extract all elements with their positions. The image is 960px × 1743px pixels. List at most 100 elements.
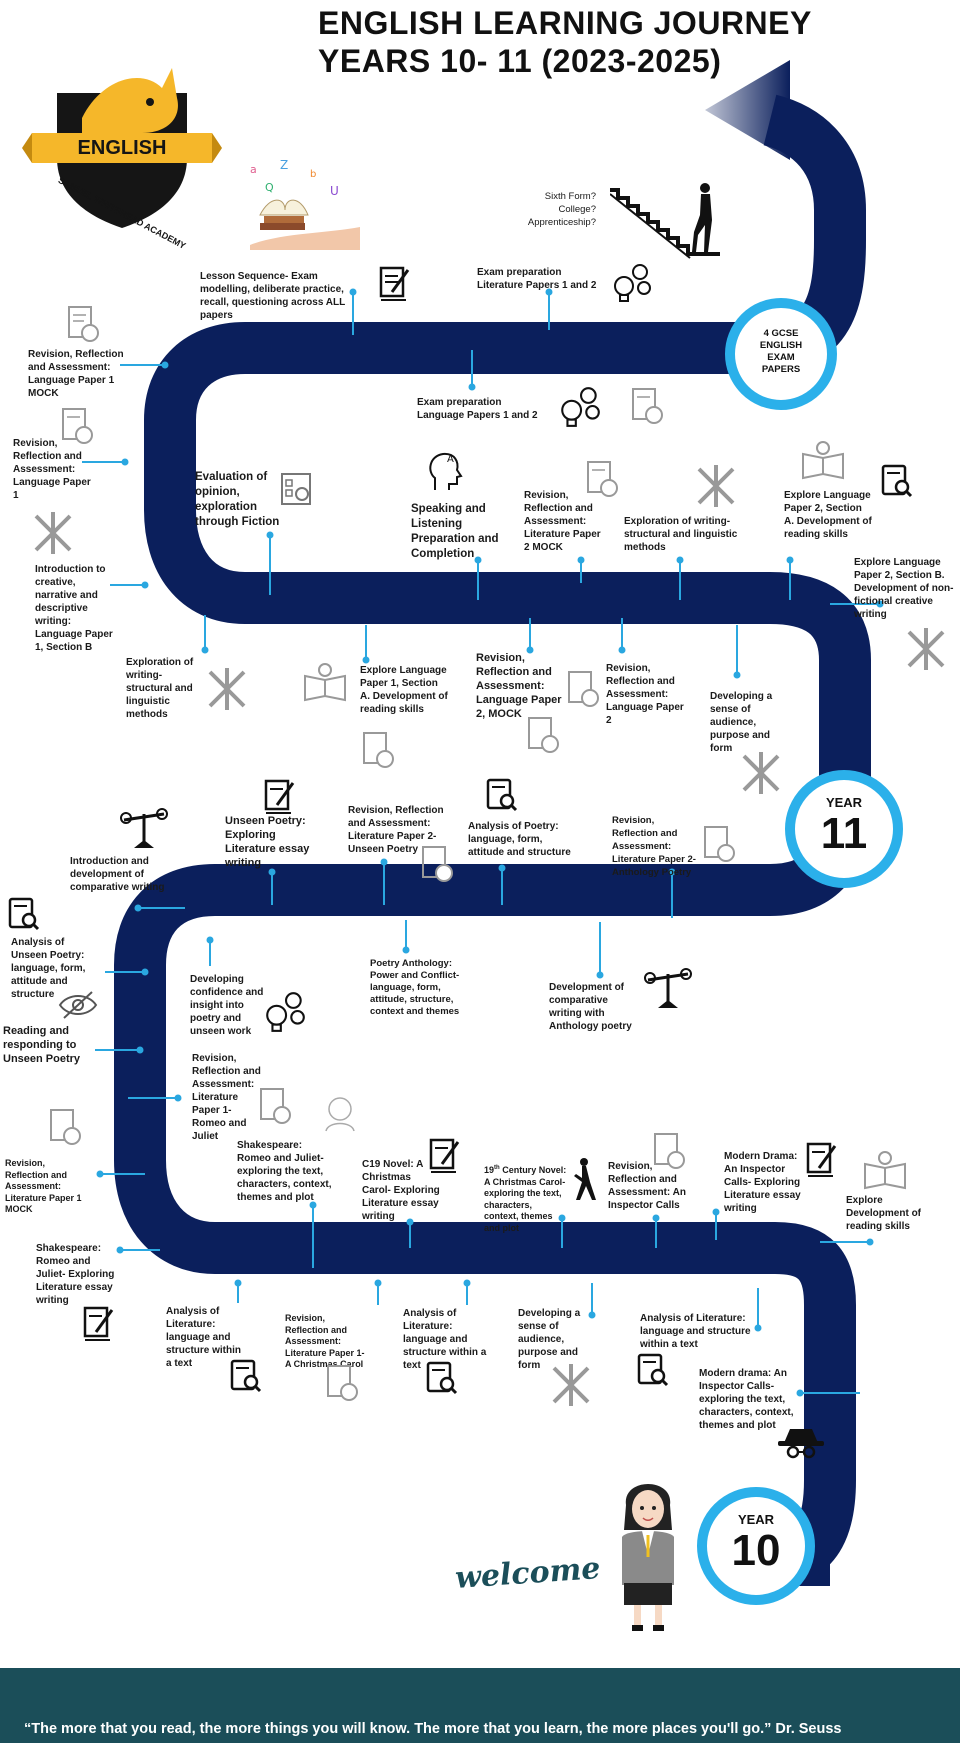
notepad-pencil-icon bbox=[379, 266, 410, 301]
step-analysis-literature-2: Analysis of Literature: language and str… bbox=[403, 1308, 487, 1371]
logo-banner-text: ENGLISH bbox=[77, 137, 167, 159]
document-search-icon-5 bbox=[426, 1361, 458, 1395]
step-intro-creative: Introduction to creative, narrative and … bbox=[35, 564, 113, 653]
step-shakespeare-essay: Shakespeare: Romeo and Juliet- Exploring… bbox=[36, 1243, 115, 1306]
pencils-cross-icon-6 bbox=[552, 1364, 590, 1406]
step-shakespeare-context: Shakespeare: Romeo and Juliet- exploring… bbox=[237, 1140, 332, 1203]
step-comparative-anthology: Development of comparative writing with … bbox=[549, 982, 632, 1032]
clipboard-clock-icon-6 bbox=[528, 717, 559, 753]
kangaroo-shield-icon bbox=[22, 68, 222, 228]
clipboard-clock-icon-7 bbox=[363, 732, 394, 768]
open-book-lightbulb-icon bbox=[802, 441, 844, 480]
step-modern-drama-context: Modern drama: An Inspector Calls- explor… bbox=[699, 1368, 794, 1431]
future-sixth-form: Sixth Form? bbox=[544, 191, 596, 202]
step-reading-unseen: Reading and responding to Unseen Poetry bbox=[3, 1025, 81, 1065]
step-c19-essay: C19 Novel: A Christmas Carol- Exploring … bbox=[362, 1159, 440, 1222]
clipboard-clock-icon-10 bbox=[260, 1088, 291, 1124]
step-exploration-writing-2: Exploration of writing- structural and l… bbox=[126, 657, 194, 720]
future-options: Sixth Form? College? Apprenticeship? bbox=[520, 190, 596, 229]
clipboard-clock-icon-13 bbox=[327, 1365, 358, 1401]
scrooge-silhouette-icon bbox=[574, 1158, 596, 1200]
year-10-disc: YEAR 10 bbox=[697, 1487, 815, 1605]
gcse-exams-disc: 4 GCSE ENGLISH EXAM PAPERS bbox=[725, 298, 837, 410]
future-college: College? bbox=[558, 204, 597, 215]
future-apprenticeship: Apprenticeship? bbox=[527, 217, 596, 228]
svg-text:Z: Z bbox=[280, 158, 288, 172]
year-11-disc: YEAR 11 bbox=[785, 770, 903, 888]
detective-hat-icon bbox=[778, 1429, 824, 1459]
checklist-magnifier-icon bbox=[281, 473, 311, 505]
step-analysis-literature-3: Analysis of Literature: language and str… bbox=[640, 1313, 751, 1350]
clipboard-clock-icon bbox=[68, 306, 99, 342]
step-exam-prep-literature: Exam preparation Literature Papers 1 and… bbox=[477, 267, 597, 291]
step-audience-purpose: Developing a sense of audience, purpose … bbox=[710, 691, 773, 754]
svg-text:b: b bbox=[310, 169, 316, 180]
clipboard-clock-icon-8 bbox=[422, 846, 453, 882]
pencils-cross-icon bbox=[697, 465, 735, 507]
books-hand-icon: a Z b U Q bbox=[240, 155, 360, 250]
pencils-cross-icon-2 bbox=[34, 512, 72, 554]
step-exploration-writing: Exploration of writing- structural and l… bbox=[624, 516, 738, 553]
step-analysis-poetry: Analysis of Poetry: language, form, atti… bbox=[468, 821, 571, 858]
svg-text:Q: Q bbox=[265, 181, 274, 194]
staircase-person-icon bbox=[610, 183, 720, 259]
step-poetry-anthology: Poetry Anthology: Power and Conflict- la… bbox=[370, 958, 460, 1017]
svg-text:U: U bbox=[330, 184, 339, 198]
title-line-2: YEARS 10- 11 (2023-2025) bbox=[318, 43, 722, 79]
step-explore-language-1a: Explore Language Paper 1, Section A. Dev… bbox=[360, 665, 448, 715]
open-book-lightbulb-icon-2 bbox=[304, 663, 346, 702]
step-revision-language-2: Revision, Reflection and Assessment: Lan… bbox=[606, 663, 684, 726]
lightbulb-gears-icon bbox=[614, 264, 651, 302]
clipboard-clock-icon-2 bbox=[632, 388, 663, 424]
step-revision-literature-2-unseen: Revision, Reflection and Assessment: Lit… bbox=[348, 805, 444, 855]
academy-logo: ENGLISH SAMUEL WHITBREAD ACADEMY bbox=[22, 38, 222, 251]
page-title: ENGLISH LEARNING JOURNEY YEARS 10- 11 (2… bbox=[318, 4, 812, 80]
step-lesson-sequence: Lesson Sequence- Exam modelling, deliber… bbox=[200, 271, 346, 321]
step-revision-literature-1-mock: Revision, Reflection and Assessment: Lit… bbox=[5, 1158, 82, 1214]
clipboard-clock-icon-12 bbox=[654, 1133, 685, 1169]
lightbulb-gears-icon-2 bbox=[561, 387, 600, 427]
step-unseen-essay: Unseen Poetry: Exploring Literature essa… bbox=[225, 815, 310, 869]
step-revision-language-2-mock: Revision, Reflection and Assessment: Lan… bbox=[476, 652, 562, 720]
footer-quote: “The more that you read, the more things… bbox=[24, 1721, 842, 1737]
clipboard-clock-icon-11 bbox=[50, 1109, 81, 1145]
notepad-pencil-icon-2 bbox=[264, 779, 295, 814]
step-evaluation-opinion: Evaluation of opinion, exploration throu… bbox=[195, 471, 280, 528]
eye-slash-icon bbox=[58, 991, 98, 1019]
document-search-icon-6 bbox=[637, 1353, 669, 1387]
clipboard-clock-icon-9 bbox=[704, 826, 735, 862]
step-revision-language-1-mock: Revision, Reflection and Assessment: Lan… bbox=[28, 349, 124, 399]
step-revision-literature-1-acc: Revision, Reflection and Assessment: Lit… bbox=[285, 1313, 365, 1369]
balance-scale-icon bbox=[120, 808, 168, 848]
document-search-icon-2 bbox=[486, 778, 518, 812]
notepad-pencil-icon-3 bbox=[429, 1138, 460, 1173]
clipboard-clock-icon-4 bbox=[587, 461, 618, 497]
notepad-pencil-icon-4 bbox=[806, 1142, 837, 1177]
document-search-icon-3 bbox=[8, 897, 40, 931]
document-search-icon-4 bbox=[230, 1359, 262, 1393]
head-speaking-icon: A bbox=[429, 452, 463, 490]
step-intro-comparative: Introduction and development of comparat… bbox=[70, 856, 165, 893]
clipboard-clock-icon-5 bbox=[568, 671, 599, 707]
svg-text:a: a bbox=[250, 163, 257, 176]
step-developing-confidence: Developing confidence and insight into p… bbox=[190, 974, 264, 1037]
step-revision-language-1: Revision, Reflection and Assessment: Lan… bbox=[13, 438, 91, 501]
step-revision-literature-2-anthology: Revision, Reflection and Assessment: Lit… bbox=[612, 815, 696, 878]
lightbulb-gears-icon-3 bbox=[266, 992, 305, 1032]
step-modern-drama-essay: Modern Drama: An Inspector Calls- Explor… bbox=[724, 1151, 801, 1214]
step-revision-inspector: Revision, Reflection and Assessment: An … bbox=[608, 1161, 686, 1211]
pencils-cross-icon-4 bbox=[208, 668, 246, 710]
step-speaking-listening: Speaking and Listening Preparation and C… bbox=[411, 503, 499, 560]
title-line-1: ENGLISH LEARNING JOURNEY bbox=[318, 5, 812, 41]
step-revision-literature-1-rj: Revision, Reflection and Assessment: Lit… bbox=[192, 1053, 261, 1142]
step-revision-literature-2-mock: Revision, Reflection and Assessment: Lit… bbox=[524, 490, 601, 553]
notepad-pencil-icon-5 bbox=[83, 1306, 114, 1341]
road-arrow-head bbox=[705, 60, 790, 160]
shakespeare-portrait-icon bbox=[325, 1097, 355, 1132]
step-explore-reading: Explore Development of reading skills bbox=[846, 1195, 922, 1232]
pencils-cross-icon-5 bbox=[742, 752, 780, 794]
pencils-cross-icon-3 bbox=[907, 628, 945, 670]
step-explore-language-2b: Explore Language Paper 2, Section B. Dev… bbox=[854, 557, 954, 620]
open-book-lightbulb-icon-3 bbox=[864, 1151, 906, 1190]
step-c19-context: 19th Century Novel: A Christmas Carol- e… bbox=[484, 1165, 567, 1233]
